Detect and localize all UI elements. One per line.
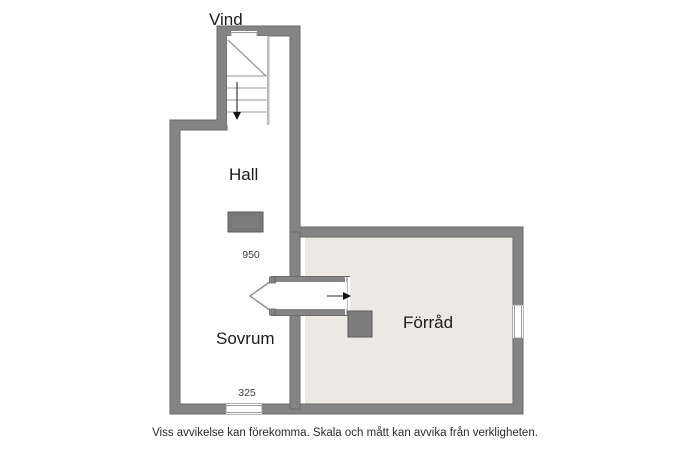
dimension-label-950: 950 (242, 249, 260, 261)
wall-vestibule-bottom (271, 309, 350, 315)
plan-caption: Viss avvikelse kan förekomma. Skala och … (152, 427, 538, 439)
room-fill-forrad (305, 237, 513, 404)
window-bottom-wall (226, 404, 262, 414)
wall-vestibule-top (271, 277, 350, 282)
stair-arrow-head (233, 112, 241, 120)
room-label-forrad: Förråd (403, 313, 453, 332)
wall-group (169, 25, 524, 415)
entry-arrow-head (343, 292, 351, 300)
stair-diagonal-line (227, 39, 267, 77)
staircase (227, 36, 267, 125)
fixture-hall-block-inner (230, 214, 261, 230)
vestibule-corner-nub-top (269, 276, 276, 284)
window-right-wall-frame (514, 304, 522, 339)
fixture-group (227, 211, 373, 338)
wall-stair-enclosure (266, 36, 270, 125)
wall-outer-edge-outer (169, 25, 524, 415)
window-bottom-wall-frame (225, 405, 263, 413)
stair-shaft (227, 36, 267, 125)
window-right-wall (513, 305, 523, 338)
entry-arrow (327, 292, 351, 300)
room-label-hall: Hall (229, 165, 258, 184)
room-label-sovrum: Sovrum (216, 329, 275, 348)
fixture-hall-block (227, 211, 264, 233)
vestibule-angled-end (248, 278, 275, 314)
wall-outer-envelope (170, 26, 523, 414)
vestibule-corner-nub-bottom (269, 308, 276, 316)
wall-partition-vertical (290, 232, 300, 409)
dimension-label-325: 325 (238, 387, 256, 399)
level-label-vind: Vind (209, 10, 243, 29)
fixture-forrad-block (347, 310, 373, 338)
wall-outer-edge-inner (179, 35, 514, 405)
wall-partition-vertical-edge (289, 231, 301, 410)
